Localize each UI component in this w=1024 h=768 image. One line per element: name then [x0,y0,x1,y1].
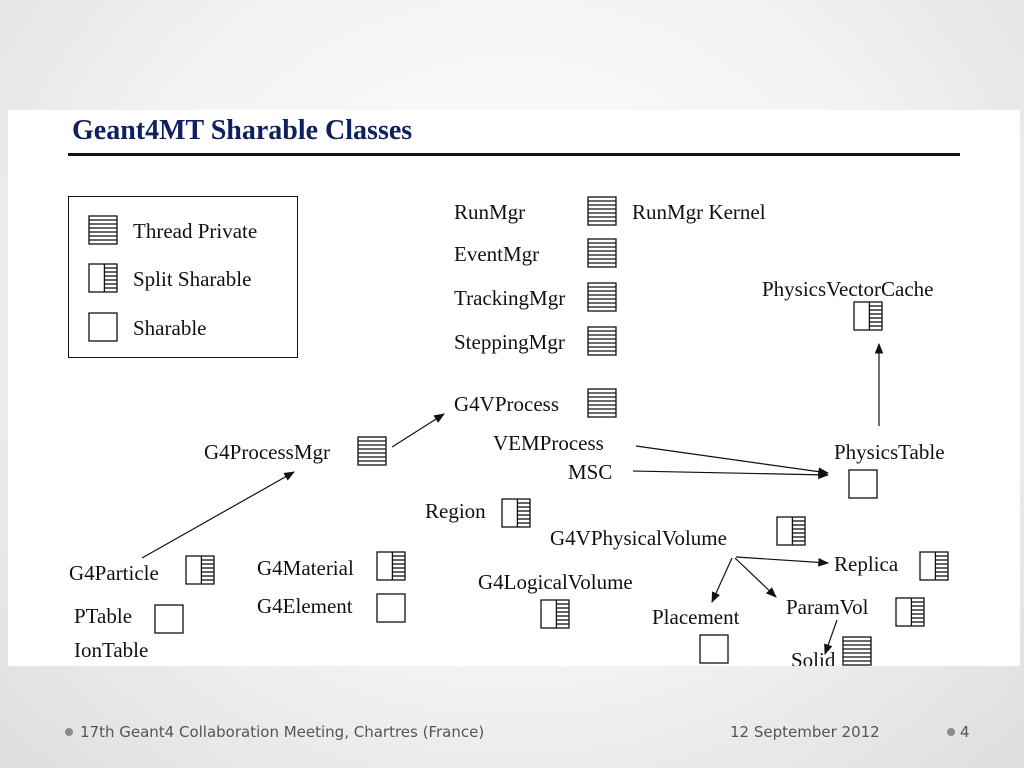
diagram-image: Geant4MT Sharable Classes Thread Private… [8,110,1020,666]
physics-table-icon [848,469,878,499]
node-physics-table: PhysicsTable [834,440,945,464]
node-iontable: IonTable [74,638,149,662]
g4processmgr-icon [357,436,387,466]
node-physics-vector-cache: PhysicsVectorCache [762,277,934,301]
node-runmgr-kernel: RunMgr Kernel [632,200,766,224]
node-runmgr: RunMgr [454,200,526,224]
node-g4vprocess: G4VProcess [454,392,559,416]
arrow-physvol-to-replica [735,556,830,567]
node-eventmgr: EventMgr [454,242,540,266]
trackingmgr-icon [587,282,617,312]
ptable-icon [154,604,184,634]
g4material-icon [376,551,406,581]
paramvol-icon [895,597,925,627]
g4vprocess-icon [587,388,617,418]
solid-icon [842,636,872,666]
region-icon [501,498,531,528]
legend-thread-private-label: Thread Private [133,219,258,243]
steppingmgr-icon [587,326,617,356]
footer-date: 12 September 2012 [730,723,880,741]
node-g4element: G4Element [257,594,353,618]
arrow-msc-to-physicstable [632,470,830,480]
runmgr-kernel-icon [587,196,617,226]
node-g4processmgr: G4ProcessMgr [204,440,330,464]
g4logicalvolume-icon [540,599,570,629]
node-steppingmgr: SteppingMgr [454,330,565,354]
title-rule [68,153,960,156]
node-g4logicalvolume: G4LogicalVolume [478,570,633,594]
node-g4material: G4Material [257,556,354,580]
arrow-physvol-to-paramvol [734,557,777,598]
placement-icon [699,634,729,664]
legend-sharable-icon [88,312,118,342]
node-placement: Placement [652,605,740,629]
arrow-vemprocess-to-physicstable [635,445,830,476]
arrow-paramvol-to-solid [824,619,838,656]
node-vemprocess: VEMProcess [493,431,604,455]
g4vphysicalvolume-icon [776,516,806,546]
physics-vector-cache-icon [853,301,883,331]
legend-thread-private-icon [88,215,118,245]
node-replica: Replica [834,552,899,576]
footer-bullet-icon [65,728,73,736]
eventmgr-icon [587,238,617,268]
slide-title: Geant4MT Sharable Classes [72,115,413,146]
node-paramvol: ParamVol [786,595,869,619]
replica-icon [919,551,949,581]
arrows [141,342,884,656]
node-region: Region [425,499,486,523]
arrow-physvol-to-placement [711,557,733,603]
legend-split-sharable-icon [88,263,118,293]
diagram-graphics [88,196,949,666]
footer-page-number: 4 [960,723,970,741]
node-ptable: PTable [74,604,133,628]
footer-event: 17th Geant4 Collaboration Meeting, Chart… [80,723,485,741]
legend-box [68,196,298,358]
arrow-particle-to-processmgr [141,471,295,559]
legend-split-sharable-label: Split Sharable [133,267,252,291]
node-g4particle: G4Particle [69,561,159,585]
node-msc: MSC [568,460,613,484]
g4element-icon [376,593,406,623]
g4particle-icon [185,555,215,585]
node-solid: Solid [791,648,836,667]
legend-sharable-label: Sharable [133,316,207,340]
arrow-processmgr-to-g4vprocess [391,413,445,448]
node-trackingmgr: TrackingMgr [454,286,566,310]
node-g4vphysicalvolume: G4VPhysicalVolume [550,526,727,550]
footer-bullet-icon [947,728,955,736]
